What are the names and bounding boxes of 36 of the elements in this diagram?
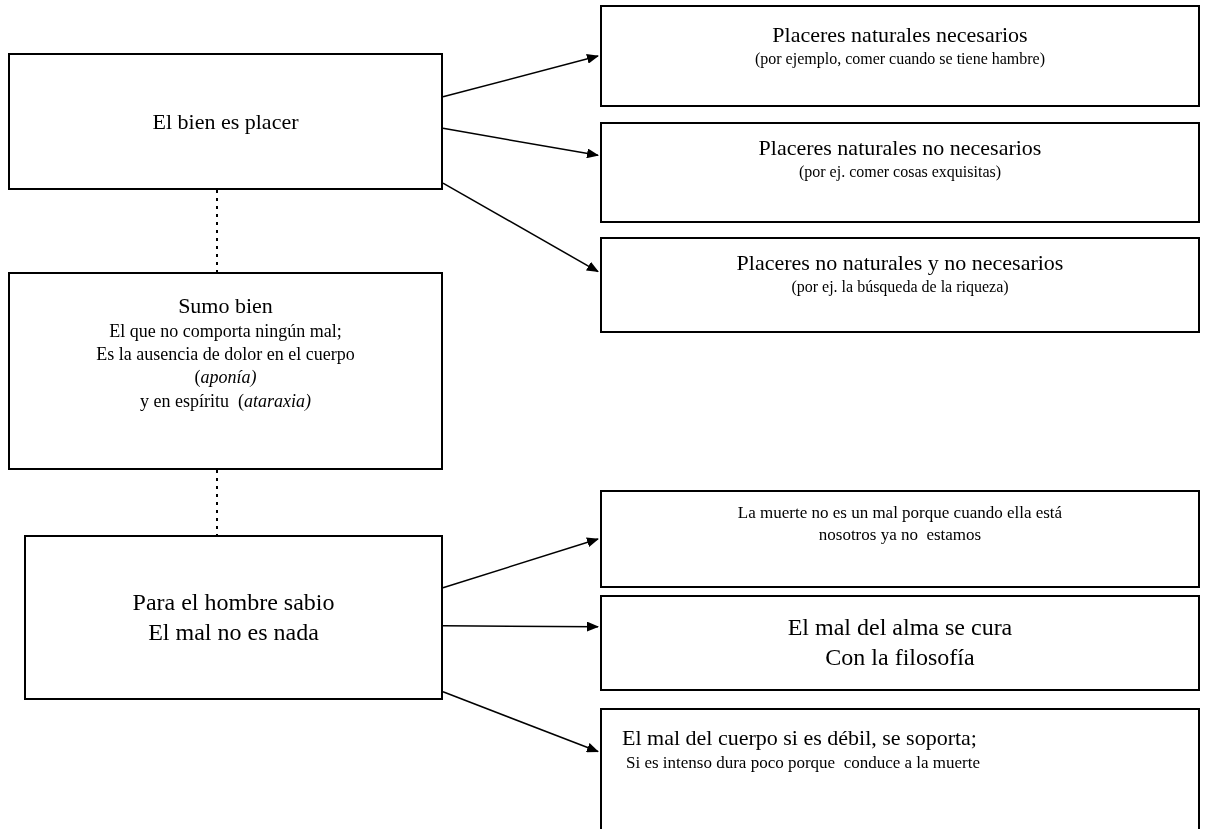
text-box — [600, 122, 1200, 223]
dotted-connector — [216, 469, 218, 536]
text-box — [600, 237, 1200, 333]
box-text: Es la ausencia de dolor en el cuerpo — [96, 342, 355, 366]
box-text: y en espíritu (ataraxia) — [140, 389, 311, 413]
box-heading: Placeres no naturales y no necesarios — [736, 249, 1064, 277]
box-text: El mal no es nada — [148, 617, 319, 647]
box-heading: Placeres naturales no necesarios — [758, 134, 1042, 162]
arrow — [442, 691, 599, 753]
box-text: La muerte no es un mal porque cuando ella está nosotros ya no estamos — [736, 502, 1064, 547]
box-text: (aponía) — [194, 366, 257, 390]
box-text: El bien es placer — [152, 107, 299, 136]
box-text: (por ejemplo, comer cuando se tiene hambre) — [754, 48, 1046, 70]
arrow — [442, 621, 599, 632]
box-heading: Placeres naturales necesarios — [772, 21, 1028, 49]
text-box — [600, 595, 1200, 691]
box-text: Si es intenso dura poco porque conduce a la muerte — [625, 751, 981, 774]
box-text: (por ej. comer cosas exquisitas) — [798, 161, 1002, 183]
text-box — [8, 272, 443, 470]
box-text: (por ej. la búsqueda de la riqueza) — [791, 276, 1009, 298]
box-text: El mal del alma se cura — [787, 613, 1013, 643]
box-text: Con la filosofía — [825, 643, 975, 673]
box-heading: El mal del cuerpo si es débil, se soporta; — [622, 724, 977, 752]
text-box — [24, 535, 443, 700]
box-text: El que no comporta ningún mal; — [109, 319, 342, 343]
arrow — [442, 53, 599, 98]
box-heading: Sumo bien — [178, 292, 273, 320]
text-box — [600, 708, 1200, 829]
box-text: Para el hombre sabio — [132, 587, 335, 617]
text-box — [600, 490, 1200, 588]
text-box — [8, 53, 443, 190]
arrow — [442, 537, 599, 589]
text-box — [600, 5, 1200, 107]
arrow — [442, 182, 599, 273]
arrow — [442, 127, 599, 159]
dotted-connector — [216, 189, 218, 273]
